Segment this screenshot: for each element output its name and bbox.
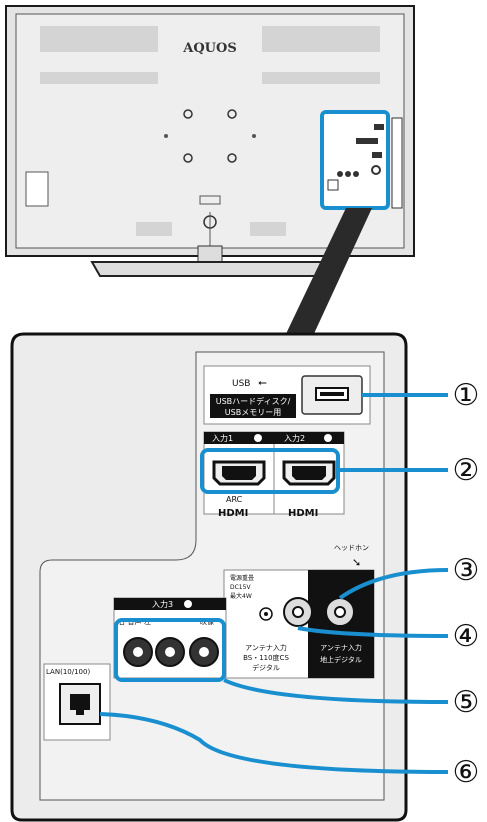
wall-mount-holes [183,109,237,163]
zoom-connector [284,208,372,338]
vent-slot [262,26,380,52]
usb-symbol-icon: ⭠ [258,376,267,389]
callout-5: ⑤ [453,685,480,720]
hdmi-arc-label: ARC [226,495,243,504]
polarity-icon [259,607,273,621]
hdmi-input1-label: 入力1 [212,433,233,443]
hdmi2-number-icon [324,434,332,442]
headphone-label: ヘッドホン [334,544,369,552]
usb-badge-line2: USBメモリー用 [225,408,281,417]
vent-slot [262,72,380,84]
callout-6: ⑥ [453,755,480,790]
lan-label: LAN(10/100) [46,668,90,676]
usb-badge [210,394,296,418]
bs-label-line3: デジタル [252,663,280,672]
input3-number-icon [184,600,192,608]
callout-lines [99,393,449,774]
callout-3: ③ [453,553,480,588]
vent-slot [40,72,158,84]
terrestrial-label-line1: アンテナ入力 [320,643,362,652]
hdmi2-logo: HDMI [288,508,318,519]
headphone-arrow-icon: ➘ [352,556,361,569]
hdmi-input2-label: 入力2 [284,433,305,443]
bs-label-line2: BS・110度CS [243,653,289,662]
power-line1: 電源重畳 [230,574,254,582]
input3-label: 入力3 [152,599,173,609]
power-line3: 最大4W [230,592,252,600]
usb-badge-line1: USBハードディスク/ [216,396,291,406]
callout-line-5 [223,678,449,704]
callout-4: ④ [453,619,480,654]
terrestrial-label-line2: 地上デジタル [320,655,362,664]
hdmi1-logo: HDMI [218,508,248,519]
callout-line-4 [297,626,449,638]
input3-highlight [114,618,226,682]
tv-stand-base [90,261,332,277]
callout-2: ② [453,453,480,488]
bs-label-line1: アンテナ入力 [245,643,287,652]
callout-line-3 [338,568,449,600]
vent-slot [40,26,158,52]
usb-label: USB [232,379,250,389]
callout-1: ① [453,378,480,413]
vent-slot [250,222,286,236]
callout-line-6 [99,712,449,774]
power-line2: DC15V [230,584,251,591]
rca-jacks [123,637,219,667]
brand-logo: AQUOS [182,41,236,56]
vent-slot [136,222,172,236]
hdmi1-number-icon [254,434,262,442]
tv-rear-view: AQUOS [5,5,415,277]
callout-numbers: ① ② ③ ④ ⑤ ⑥ [453,378,480,790]
side-bracket [25,171,49,207]
